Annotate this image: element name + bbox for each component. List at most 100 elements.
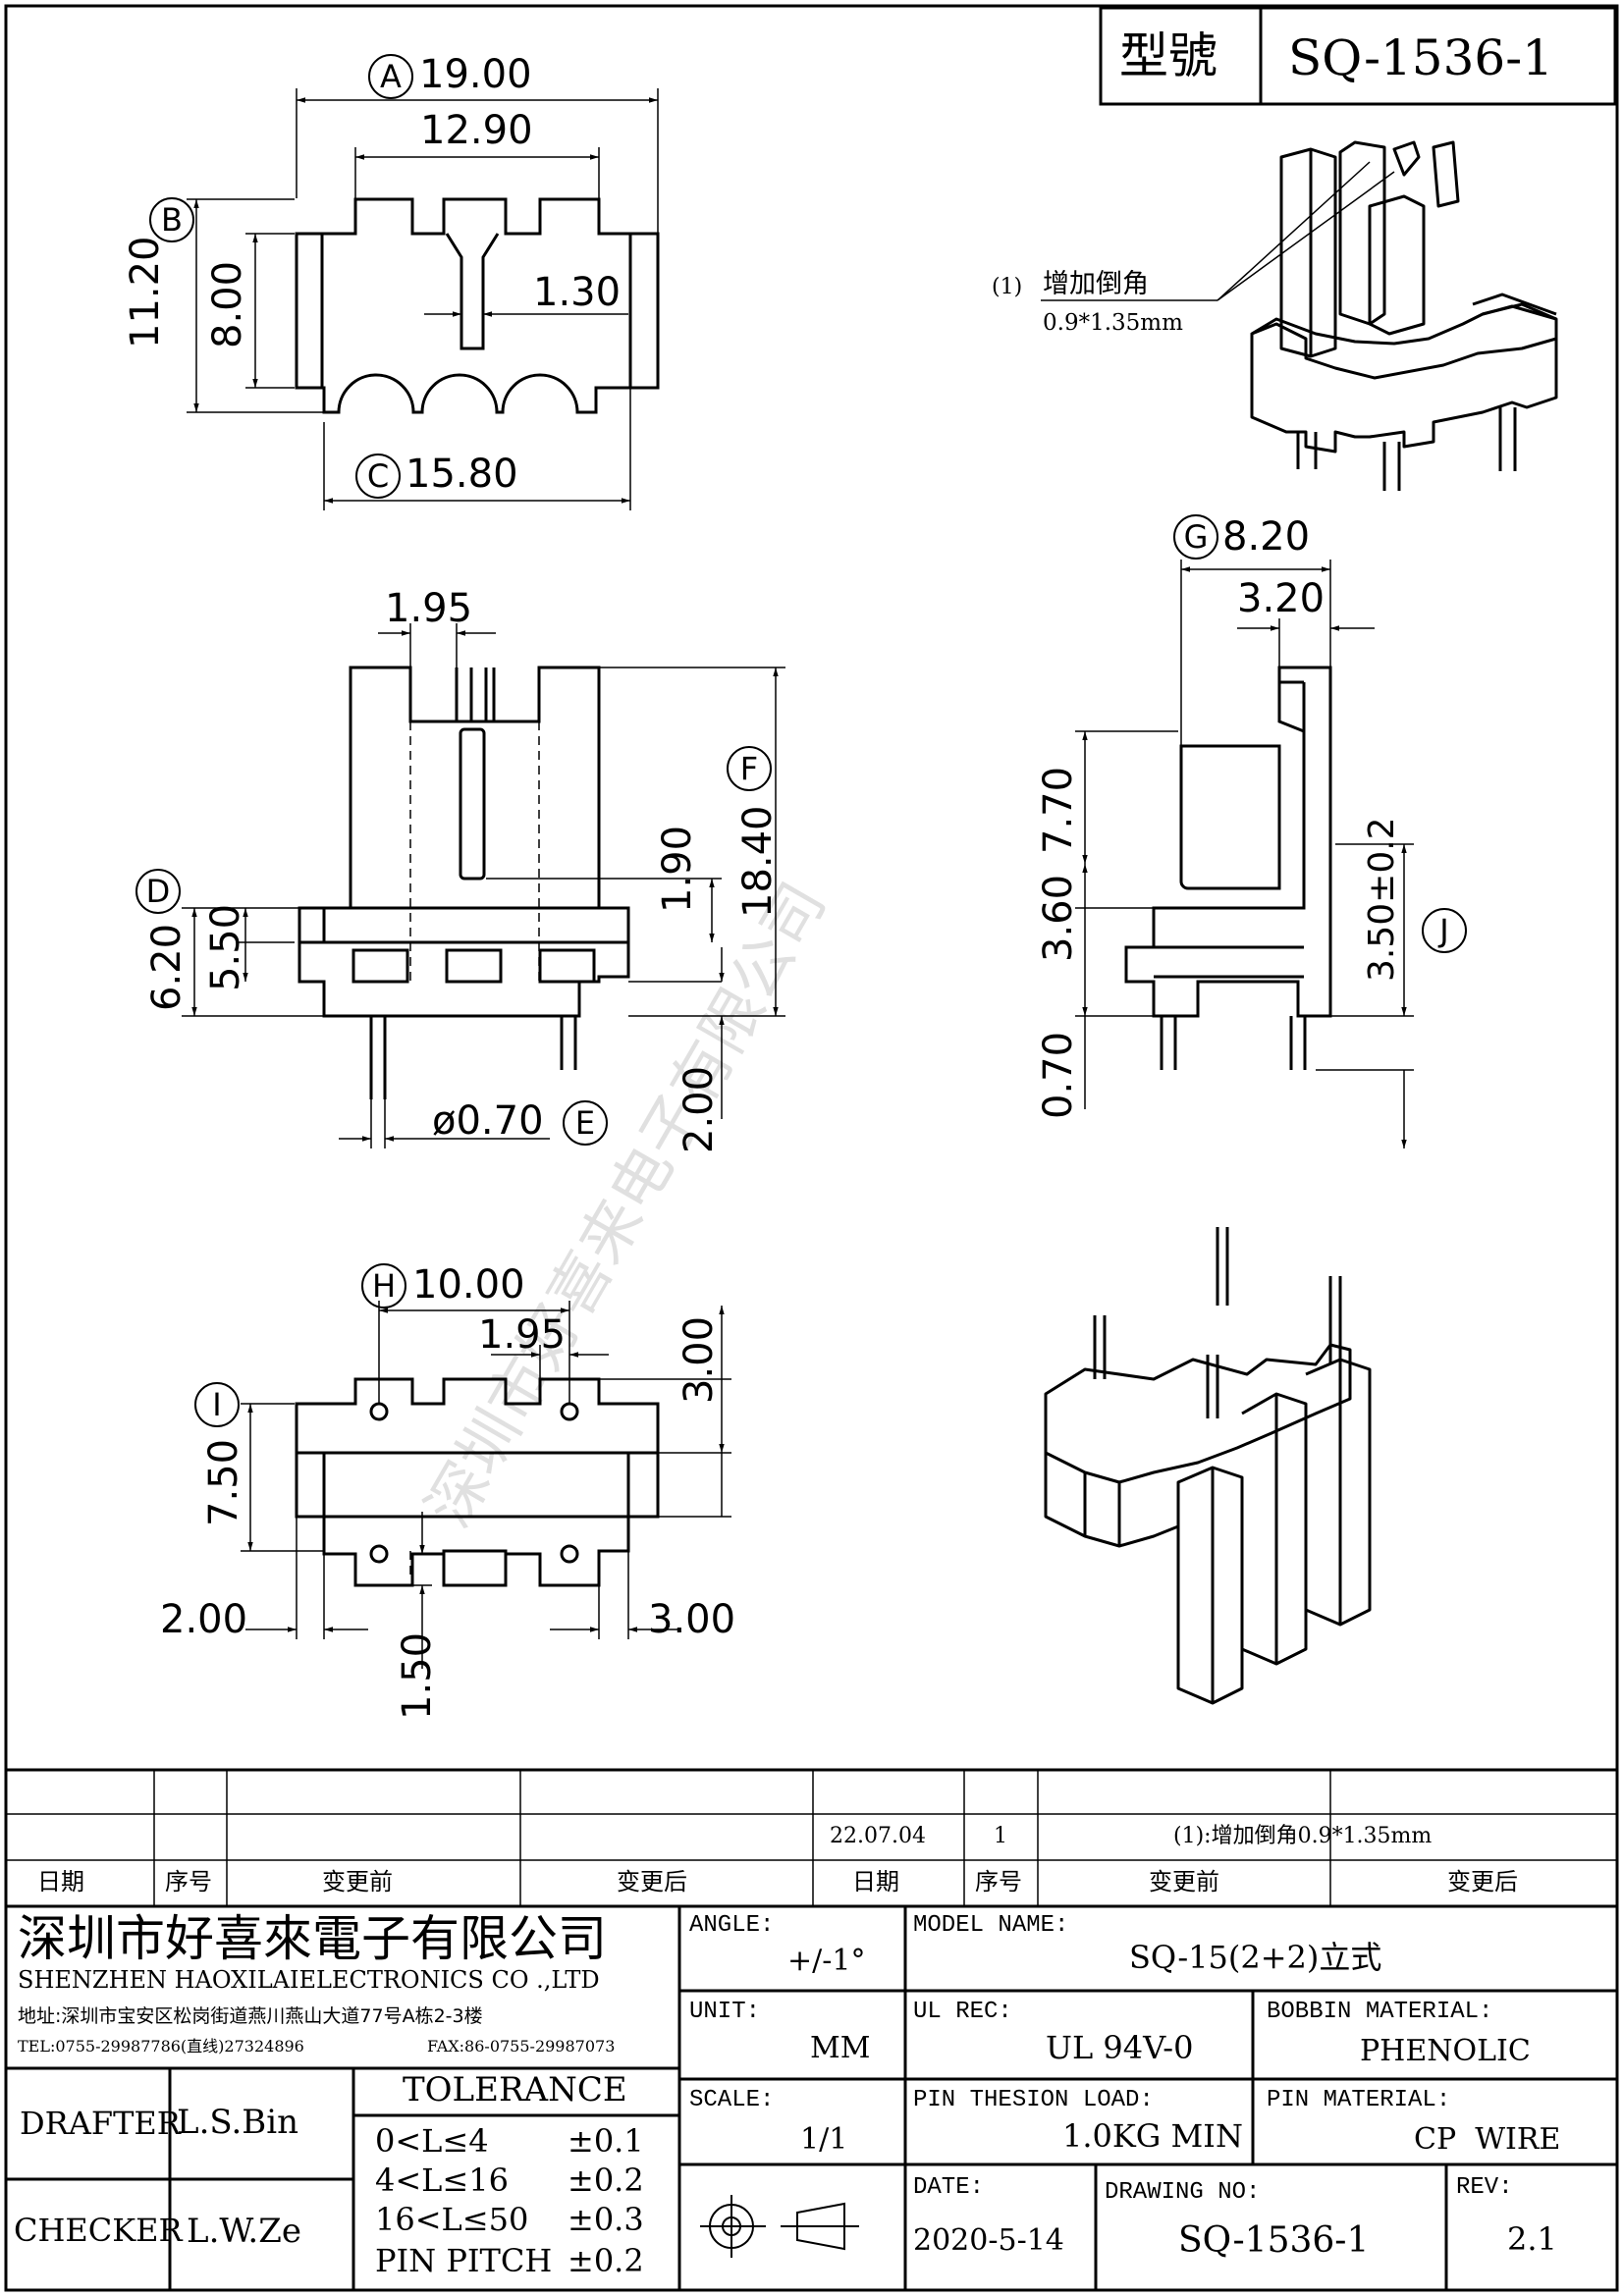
dim-g-tag: G: [1173, 514, 1218, 560]
tolerance-value-1: ±0.1: [568, 2122, 644, 2160]
dim-d-tag: D: [135, 869, 181, 914]
side-view-dims: [1075, 560, 1414, 1148]
unit-label: UNIT:: [689, 1999, 761, 2025]
front-view-dims: [182, 623, 785, 1148]
front-view: [298, 666, 630, 1099]
drawing-no-value: SQ-1536-1: [1178, 2220, 1370, 2261]
tolerance-value-3: ±0.3: [568, 2201, 644, 2238]
dim-h-value: 10.00: [412, 1262, 525, 1308]
dim-left-2-00: 2.00: [160, 1597, 248, 1642]
dim-d2-value: 5.50: [203, 903, 248, 991]
dim-right2-3-00: 3.00: [648, 1597, 736, 1642]
callout-dim: 0.9*1.35mm: [1043, 310, 1183, 336]
dim-height-7-70: 7.70: [1036, 766, 1081, 854]
rev-header-seq-2: 序号: [975, 1868, 1022, 1896]
dim-slot-height: 1.90: [655, 825, 700, 913]
tolerance-range-4: PIN PITCH: [375, 2242, 553, 2279]
tolerance-value-2: ±0.2: [568, 2162, 644, 2199]
tolerance-range-1: 0<L≤4: [375, 2122, 489, 2160]
date-value: 2020-5-14: [913, 2223, 1064, 2258]
dim-bottom-1-50: 1.50: [395, 1631, 440, 1720]
side-view: [1124, 666, 1332, 1070]
dim-b-tag: B: [149, 197, 194, 242]
dim-pin-diameter: ø0.70: [432, 1098, 544, 1144]
company-tel: TEL:0755-29987786(直线)27324896: [18, 2037, 304, 2056]
dim-e-tag: E: [563, 1100, 608, 1146]
drafter-name: L.S.Bin: [177, 2103, 299, 2142]
drafter-label: DRAFTER: [20, 2105, 181, 2142]
company-fax: FAX:86-0755-29987073: [427, 2037, 616, 2056]
chamfer-callout-lines: [1041, 161, 1395, 301]
revision-table: [6, 1768, 1617, 1908]
dim-j-value: 3.50±0.2: [1362, 817, 1402, 982]
revision-before: (1):增加倒角0.9*1.35mm: [1173, 1824, 1433, 1848]
dim-front-top: 1.95: [385, 586, 473, 631]
tolerance-range-2: 4<L≤16: [375, 2162, 509, 2199]
model-name-label: MODEL NAME:: [913, 1912, 1069, 1939]
dim-c-value: 15.80: [406, 452, 518, 497]
dim-h-tag: H: [361, 1263, 406, 1308]
dim-f-value: 18.40: [735, 805, 781, 918]
pin-load-label: PIN THESION LOAD:: [913, 2087, 1154, 2113]
dim-a-value: 19.00: [419, 52, 532, 97]
model-name-value: SQ-15(2+2)立式: [1129, 1939, 1382, 1976]
tolerance-value-4: ±0.2: [568, 2242, 644, 2279]
dim-c-tag: C: [355, 454, 401, 499]
dim-a-tag: A: [368, 54, 413, 99]
company-address: 地址:深圳市宝安区松岗街道燕川燕山大道77号A栋2-3楼: [18, 2005, 483, 2027]
rev-header-before-2: 变更前: [1149, 1868, 1219, 1896]
dim-right-3-00: 3.00: [676, 1315, 722, 1404]
scale-value: 1/1: [800, 2122, 848, 2157]
company-name-cn: 深圳市好喜來電子有限公司: [18, 1910, 607, 1967]
rev-label: REV:: [1456, 2174, 1513, 2201]
top-view-dims: [187, 88, 659, 510]
rev-header-before: 变更前: [322, 1868, 393, 1896]
dim-j-tag: J: [1422, 908, 1467, 953]
revision-seq: 1: [994, 1824, 1007, 1848]
ul-label: UL REC:: [913, 1999, 1012, 2025]
pin-material-label: PIN MATERIAL:: [1267, 2087, 1451, 2113]
drawing-no-label: DRAWING NO:: [1105, 2179, 1261, 2206]
company-name-en: SHENZHEN HAOXILAIELECTRONICS CO .,LTD: [18, 1966, 600, 1994]
callout-text: 增加倒角: [1043, 269, 1149, 299]
date-label: DATE:: [913, 2174, 985, 2201]
dim-g2-value: 3.20: [1237, 576, 1325, 621]
model-number: SQ-1536-1: [1288, 29, 1553, 86]
dim-pin-length: 2.00: [676, 1065, 722, 1153]
callout-number: (1): [992, 275, 1023, 299]
angle-label: ANGLE:: [689, 1912, 775, 1939]
dim-i-tag: I: [194, 1382, 240, 1427]
outer-border: [4, 4, 1619, 2292]
scale-label: SCALE:: [689, 2087, 775, 2113]
rev-header-date: 日期: [37, 1868, 84, 1896]
unit-value: MM: [810, 2031, 871, 2065]
dim-g-value: 8.20: [1222, 514, 1311, 560]
rev-header-seq: 序号: [165, 1868, 212, 1896]
dim-pin-0-70: 0.70: [1036, 1031, 1081, 1119]
dim-pin-pitch: 1.95: [478, 1312, 567, 1358]
revision-date: 22.07.04: [830, 1824, 926, 1848]
title-block-grid: [6, 1906, 1617, 2290]
tolerance-range-3: 16<L≤50: [375, 2201, 529, 2238]
angle-value: +/-1°: [787, 1944, 866, 1978]
ul-value: UL 94V-0: [1046, 2029, 1194, 2066]
bobbin-label: BOBBIN MATERIAL:: [1267, 1999, 1493, 2025]
pin-material-value: CP WIRE: [1414, 2122, 1561, 2157]
dim-height-3-60: 3.60: [1036, 874, 1081, 962]
projection-symbol-icon: [700, 2195, 859, 2258]
dim-i-value: 7.50: [201, 1438, 246, 1526]
dim-f-tag: F: [727, 746, 772, 791]
tolerance-title: TOLERANCE: [403, 2070, 627, 2109]
checker-label: CHECKER: [14, 2212, 183, 2249]
rev-header-date-2: 日期: [852, 1868, 899, 1896]
rev-header-after-2: 变更后: [1447, 1868, 1518, 1896]
rev-value: 2.1: [1507, 2220, 1557, 2258]
dim-b-value: 11.20: [123, 236, 168, 348]
rev-header-after: 变更后: [617, 1868, 687, 1896]
bobbin-value: PHENOLIC: [1360, 2034, 1531, 2068]
dim-height-8: 8.00: [205, 260, 250, 348]
dim-d-value: 6.20: [144, 923, 189, 1011]
iso-view-bottom: [1044, 1227, 1372, 1705]
